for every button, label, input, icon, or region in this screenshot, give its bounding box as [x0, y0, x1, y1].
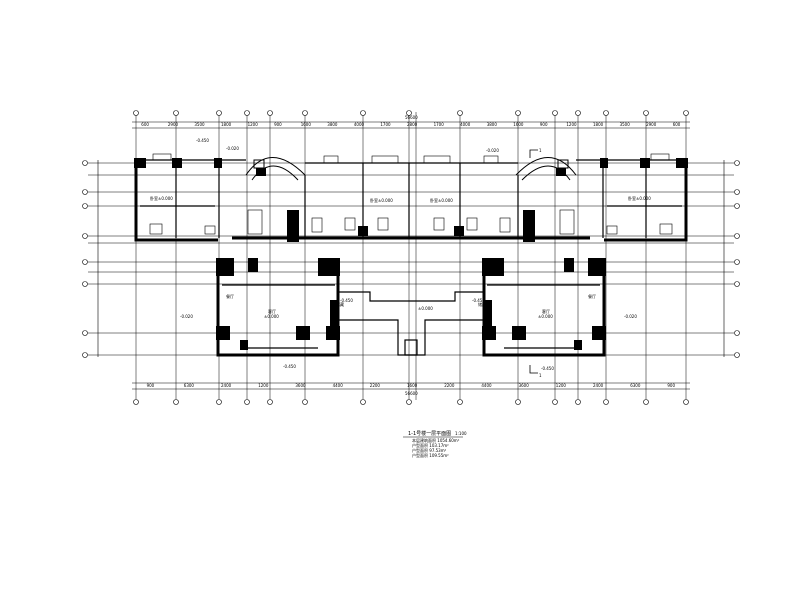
room-level-bedroom-left: ±0.000 [158, 196, 173, 201]
room-label-living-right: 客厅 [542, 308, 550, 314]
room-level-bedroom-right: ±0.000 [636, 196, 651, 201]
top-dimension-label: 4000 [460, 122, 471, 127]
room-label-storage-right: 储藏 [478, 301, 486, 307]
room-level-bedroom-mid-left: ±0.000 [378, 198, 393, 203]
top-dimension-label: 1200 [248, 122, 259, 127]
top-dimension-label: 1600 [301, 122, 312, 127]
room-label-bedroom-right: 卧室 [628, 195, 636, 201]
level-top-right: -0.020 [486, 148, 499, 153]
top-dimension-labels: 600 2900 3500 1800 1200 900 1600 3800 4000 1700 28… [141, 122, 680, 127]
bottom-dimension-label: 3600 [519, 383, 530, 388]
room-label-bedroom-mid-right: 卧室 [430, 197, 438, 203]
note-line-1: 本层建筑面积 1054.60m² [412, 437, 460, 443]
room-label-bedroom-left: 卧室 [150, 195, 158, 201]
level-top-left: -0.020 [226, 146, 239, 151]
room-level-living-left: ±0.000 [264, 314, 279, 319]
bottom-dimension-label: 2400 [221, 383, 232, 388]
top-dimension-label: 4000 [354, 122, 365, 127]
top-dimension-label: 2900 [168, 122, 179, 127]
grid-lines-vertical [135, 112, 687, 400]
bottom-dimension-label: 2200 [444, 383, 455, 388]
room-level-living-right: ±0.000 [538, 314, 553, 319]
note-line-4: 户型面积 109.55m² [412, 452, 449, 458]
room-level-storage-left: -0.450 [340, 298, 353, 303]
top-dimension-label: 900 [274, 122, 282, 127]
room-level-dining-left: -0.020 [180, 314, 193, 319]
room-label-bedroom-mid-left: 卧室 [370, 197, 378, 203]
top-dimension-label: 3500 [620, 122, 631, 127]
connecting-corridor [338, 291, 484, 356]
room-label-dining-right: 餐厅 [588, 293, 596, 299]
top-dimension-label: 600 [141, 122, 149, 127]
bottom-dimension-label: 3600 [295, 383, 306, 388]
bottom-dimension-label: 4400 [481, 383, 492, 388]
top-dimension-label: 3800 [487, 122, 498, 127]
bottom-dimension-label: 4400 [333, 383, 344, 388]
level-bottom-left: -0.450 [283, 364, 296, 369]
total-dimension-bottom: 56600 [405, 391, 418, 396]
top-dimension-label: 2900 [646, 122, 657, 127]
dimension-lines [97, 121, 725, 390]
top-dimension-label: 1700 [380, 122, 391, 127]
bottom-dimension-label: 6300 [630, 383, 641, 388]
top-dimension-label: 1800 [221, 122, 232, 127]
grid-lines-horizontal [88, 162, 734, 356]
level-window-left: -0.450 [196, 138, 209, 143]
room-level-dining-right: -0.020 [624, 314, 637, 319]
top-dimension-label: 1200 [566, 122, 577, 127]
fixtures [149, 153, 673, 235]
section-mark-top: 1 [539, 148, 542, 153]
level-bottom-right: -0.450 [541, 366, 554, 371]
top-dimension-label: 900 [540, 122, 548, 127]
room-label-living-left: 客厅 [268, 308, 276, 314]
note-line-2: 户型面积 103.17m² [412, 442, 449, 448]
top-dimension-label: 3800 [327, 122, 338, 127]
top-dimension-label: 3500 [194, 122, 205, 127]
bottom-dimension-label: 900 [667, 383, 675, 388]
room-label-dining-left: 餐厅 [226, 293, 234, 299]
bottom-dimension-label: 1600 [407, 383, 418, 388]
section-marks [529, 149, 538, 374]
room-label-storage-left: 储藏 [336, 301, 344, 307]
level-corridor: ±0.000 [418, 306, 433, 311]
total-dimension-top: 56600 [405, 115, 418, 120]
top-dimension-label: 1600 [513, 122, 524, 127]
room-level-bedroom-mid-right: ±0.000 [438, 198, 453, 203]
drawing-title: 1-1号楼一层平面图 [408, 430, 451, 437]
section-mark-bottom: 1 [539, 373, 542, 378]
top-dimension-label: 1700 [434, 122, 445, 127]
bottom-dimension-labels: 900 6300 2400 1200 3600 4400 2200 1600 2200 4400 3… [147, 383, 676, 388]
bottom-dimension-label: 1200 [258, 383, 269, 388]
room-level-storage-right: -0.450 [472, 298, 485, 303]
structural-columns [134, 158, 688, 350]
note-line-3: 户型面积 97.53m² [412, 447, 447, 453]
bottom-dimension-label: 6300 [184, 383, 195, 388]
bottom-dimension-label: 900 [147, 383, 155, 388]
top-dimension-label: 1800 [593, 122, 604, 127]
axis-bubbles [82, 110, 740, 405]
bay-windows [245, 157, 577, 181]
bottom-dimension-label: 2200 [370, 383, 381, 388]
bottom-dimension-label: 1200 [556, 383, 567, 388]
drawing-scale: 1:100 [455, 431, 467, 436]
top-dimension-label: 2800 [407, 122, 418, 127]
bottom-dimension-label: 2400 [593, 383, 604, 388]
top-dimension-label: 600 [673, 122, 681, 127]
